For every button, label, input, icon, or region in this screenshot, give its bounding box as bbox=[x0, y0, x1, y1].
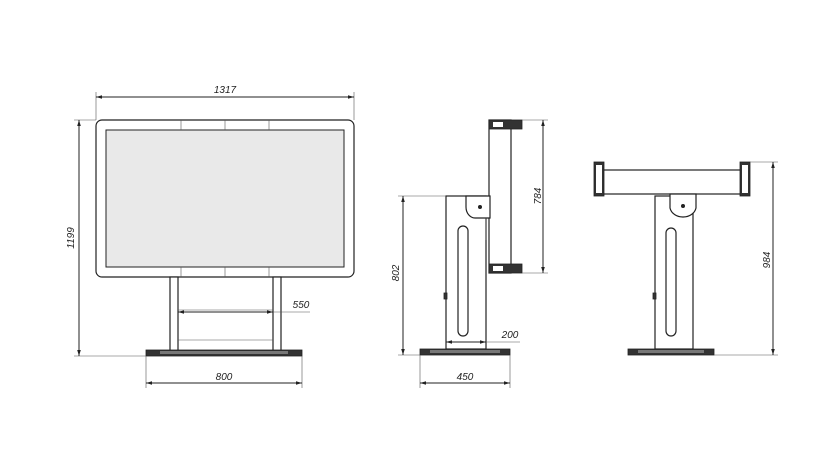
front-frame-segments bbox=[180, 120, 270, 277]
front-view: 1317 1199 550 800 bbox=[66, 85, 355, 388]
front-leg-left bbox=[169, 276, 179, 352]
dim-leg-width-label: 550 bbox=[293, 300, 310, 311]
side-view-horizontal: 984 bbox=[593, 161, 778, 356]
dim-base-width: 800 bbox=[145, 356, 303, 388]
dim-side2-height-label: 984 bbox=[762, 251, 773, 268]
side-view: 802 784 200 450 bbox=[391, 119, 548, 388]
side2-tabletop bbox=[595, 169, 749, 195]
dim-side-column-depth: 200 bbox=[446, 330, 520, 344]
dim-side-column-height-label: 802 bbox=[391, 264, 402, 281]
dim-side-column-depth-label: 200 bbox=[501, 330, 519, 341]
dim-side-screen-height: 784 bbox=[522, 119, 548, 274]
dim-side-base-depth: 450 bbox=[419, 355, 511, 388]
side-screen-top-clip bbox=[488, 119, 523, 130]
dim-side-column-height: 802 bbox=[391, 195, 446, 356]
front-leg-right bbox=[272, 276, 282, 352]
dim-leg-width: 550 bbox=[178, 300, 310, 314]
dim-front-width-label: 1317 bbox=[214, 85, 237, 96]
dim-side-screen-height-label: 784 bbox=[533, 187, 544, 204]
side-screen bbox=[488, 119, 512, 274]
dim-front-height: 1199 bbox=[66, 119, 146, 357]
dim-side2-height: 984 bbox=[714, 161, 778, 356]
dim-side-base-depth-label: 450 bbox=[457, 372, 474, 383]
side-column-slot bbox=[457, 225, 469, 337]
side-screen-bottom-clip bbox=[488, 263, 523, 274]
dim-front-width: 1317 bbox=[95, 85, 355, 120]
side2-column-slot bbox=[665, 227, 677, 337]
dim-front-height-label: 1199 bbox=[66, 227, 77, 249]
dim-base-width-label: 800 bbox=[216, 372, 233, 383]
front-screen-panel bbox=[105, 129, 345, 268]
